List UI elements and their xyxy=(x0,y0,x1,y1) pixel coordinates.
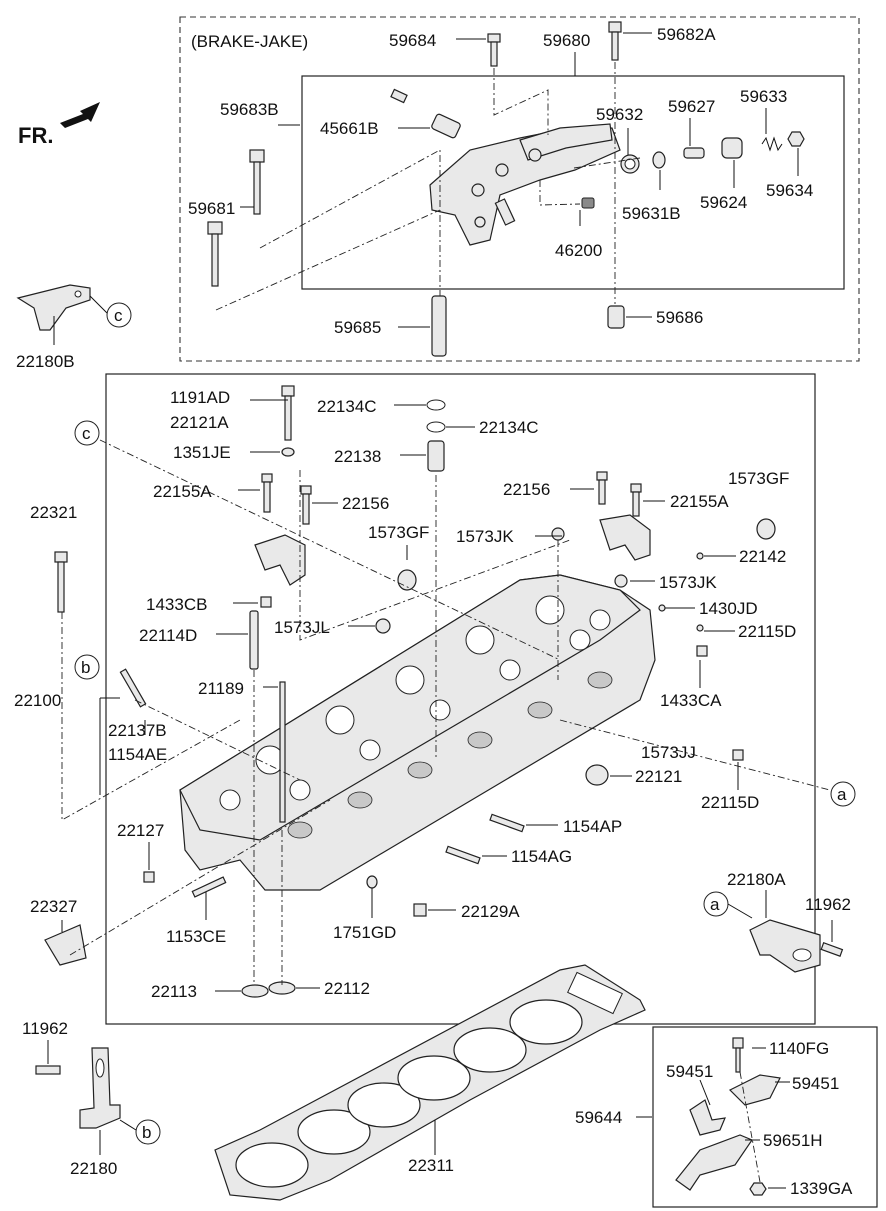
group-label: (BRAKE-JAKE) xyxy=(191,32,308,51)
callout-b-bracket: b xyxy=(135,1119,161,1145)
label-59631B: 59631B xyxy=(622,204,681,223)
brake-jake-frame xyxy=(179,16,860,362)
label-59682A: 59682A xyxy=(657,25,716,44)
label-59632: 59632 xyxy=(596,105,643,124)
callout-b-head: b xyxy=(74,654,100,680)
label-22137B: 22137B xyxy=(108,721,167,740)
label-59651H: 59651H xyxy=(763,1131,823,1150)
head-gasket xyxy=(214,964,646,1201)
label-45661B: 45661B xyxy=(320,119,379,138)
direction-label: FR. xyxy=(18,123,53,148)
label-22112: 22112 xyxy=(324,979,370,998)
svg-text:c: c xyxy=(114,306,123,325)
label-59681: 59681 xyxy=(188,199,235,218)
label-1154AE: 1154AE xyxy=(108,745,167,764)
label-1433CA: 1433CA xyxy=(660,691,722,710)
label-59683B: 59683B xyxy=(220,100,279,119)
label-1751GD: 1751GD xyxy=(333,923,396,942)
label-22113: 22113 xyxy=(151,982,197,1001)
label-59451-1: 59451 xyxy=(666,1062,713,1081)
label-22115D-2: 22115D xyxy=(701,793,759,812)
label-1573GF-1: 1573GF xyxy=(728,469,789,488)
label-59686: 59686 xyxy=(656,308,703,327)
callout-c-top: c xyxy=(106,302,132,328)
label-22127: 22127 xyxy=(117,821,164,840)
label-22156-2: 22156 xyxy=(503,480,550,499)
label-1153CE: 1153CE xyxy=(166,927,226,946)
label-59627: 59627 xyxy=(668,97,715,116)
brake-jake-parts xyxy=(207,21,805,357)
label-1573GF-2: 1573GF xyxy=(368,523,429,542)
head-hardware xyxy=(44,385,776,998)
label-22156-1: 22156 xyxy=(342,494,389,513)
label-1573JK-2: 1573JK xyxy=(659,573,717,592)
bracket-kit xyxy=(636,1037,790,1196)
label-22155A-1: 22155A xyxy=(153,482,212,501)
label-1339GA: 1339GA xyxy=(790,1179,853,1198)
svg-text:a: a xyxy=(710,895,720,914)
label-1573JJ: 1573JJ xyxy=(641,743,696,762)
label-22134C-2: 22134C xyxy=(479,418,539,437)
label-22180: 22180 xyxy=(70,1159,117,1178)
label-1191AD: 1191AD xyxy=(170,388,230,407)
label-46200: 46200 xyxy=(555,241,602,260)
brake-jake-leaders xyxy=(215,32,799,328)
label-1573JK-1: 1573JK xyxy=(456,527,514,546)
front-arrow-icon xyxy=(60,102,100,128)
label-22327: 22327 xyxy=(30,897,77,916)
callout-a-bracket: a xyxy=(703,891,729,917)
label-59685: 59685 xyxy=(334,318,381,337)
label-59634: 59634 xyxy=(766,181,813,200)
label-22180B: 22180B xyxy=(16,352,75,371)
label-22121A: 22121A xyxy=(170,413,229,432)
label-22155A-2: 22155A xyxy=(670,492,729,511)
label-22121: 22121 xyxy=(635,767,682,786)
callout-c-head: c xyxy=(74,420,100,446)
label-1140FG: 1140FG xyxy=(769,1039,829,1058)
label-11962-1: 11962 xyxy=(805,895,851,914)
bracket-22180B xyxy=(16,284,108,345)
label-22311: 22311 xyxy=(408,1156,454,1175)
label-22321: 22321 xyxy=(30,503,77,522)
svg-text:b: b xyxy=(81,658,90,677)
label-59680: 59680 xyxy=(543,31,590,50)
svg-text:a: a xyxy=(837,785,847,804)
label-1430JD: 1430JD xyxy=(699,599,758,618)
label-1351JE: 1351JE xyxy=(173,443,231,462)
bracket-kit-frame xyxy=(652,1026,878,1208)
svg-text:b: b xyxy=(142,1123,151,1142)
label-21189: 21189 xyxy=(198,679,244,698)
svg-text:c: c xyxy=(82,424,91,443)
part-labels: 59684 59680 59682A 59683B 45661B 59632 5… xyxy=(14,25,853,1198)
label-59644: 59644 xyxy=(575,1108,622,1127)
callout-a-head: a xyxy=(830,781,856,807)
label-22100: 22100 xyxy=(14,691,61,710)
label-1154AP: 1154AP xyxy=(563,817,622,836)
cylinder-head xyxy=(179,514,656,891)
label-22114D: 22114D xyxy=(139,626,197,645)
label-1573JL: 1573JL xyxy=(274,618,330,637)
label-11962-2: 11962 xyxy=(22,1019,68,1038)
label-22180A: 22180A xyxy=(727,870,786,889)
head-leaders xyxy=(61,399,831,992)
brake-jake-inner-frame xyxy=(301,75,845,290)
label-59684: 59684 xyxy=(389,31,436,50)
bracket-22180 xyxy=(35,1040,137,1155)
label-22138: 22138 xyxy=(334,447,381,466)
label-22142: 22142 xyxy=(739,547,786,566)
label-59451-2: 59451 xyxy=(792,1074,839,1093)
label-1433CB: 1433CB xyxy=(146,595,207,614)
label-22115D-1: 22115D xyxy=(738,622,796,641)
bracket-22180A xyxy=(727,890,844,973)
label-59624: 59624 xyxy=(700,193,747,212)
label-22134C-1: 22134C xyxy=(317,397,377,416)
label-59633: 59633 xyxy=(740,87,787,106)
label-22129A: 22129A xyxy=(461,902,520,921)
label-1154AG: 1154AG xyxy=(511,847,572,866)
